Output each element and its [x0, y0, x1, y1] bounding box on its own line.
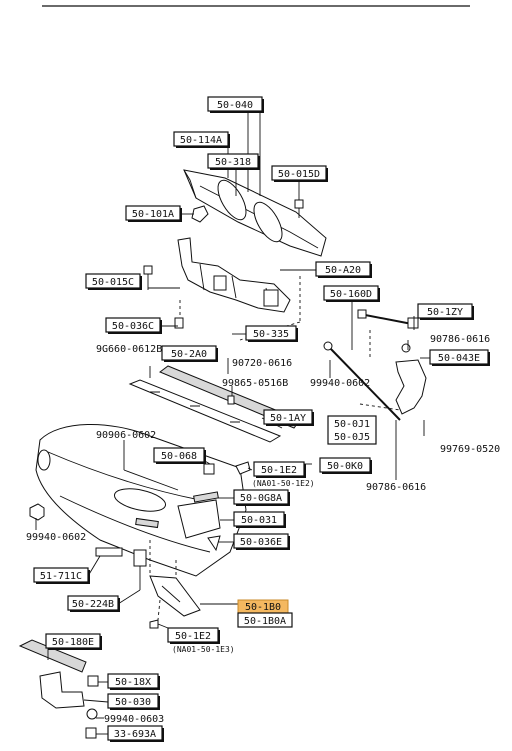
label-33-693A-text: 33-693A [114, 729, 156, 740]
screw-drawing-1e2-bottom [149, 619, 159, 629]
part-number-99865-0516B: 99865-0516B [222, 378, 288, 389]
label-50-1B0-highlighted[interactable]: 50-1B0 50-1B0A [237, 599, 293, 628]
splash-shield-drawing [18, 639, 87, 673]
label-50-224B[interactable]: 50-224B [67, 595, 120, 612]
nut-drawing-left [29, 503, 45, 521]
reflector-drawing [193, 491, 219, 503]
label-50-1E2-bottom[interactable]: 50-1E2 [167, 627, 220, 644]
label-50-1E2-top[interactable]: 50-1E2 [253, 461, 306, 478]
part-number-99940-0602-upper: 99940-0602 [310, 378, 370, 389]
label-50-1E2-top-text: 50-1E2 [261, 465, 297, 476]
label-50-A20[interactable]: 50-A20 [315, 261, 372, 278]
label-33-693A[interactable]: 33-693A [107, 725, 164, 742]
under-panel-drawing [149, 575, 201, 617]
label-50-031-text: 50-031 [241, 515, 277, 526]
label-50-068-text: 50-068 [161, 451, 197, 462]
clip-drawing-1e2-top [235, 461, 251, 475]
part-number-99769-0520: 99769-0520 [440, 444, 500, 455]
label-50-015D[interactable]: 50-015D [271, 165, 328, 182]
label-50-180E[interactable]: 50-180E [45, 633, 102, 650]
label-51-711C-text: 51-711C [40, 571, 82, 582]
label-50-036E-text: 50-036E [240, 537, 282, 548]
part-number-99940-0603: 99940-0603 [104, 714, 164, 725]
lower-bracket-drawing [39, 671, 99, 739]
part-number-90720-0616: 90720-0616 [232, 358, 292, 369]
label-50-0G8A-text: 50-0G8A [240, 493, 282, 504]
label-50-040-text: 50-040 [217, 100, 253, 111]
spring-drawing [95, 517, 159, 557]
bracket-drawing-1zy [357, 309, 419, 329]
label-50-0J1-text: 50-0J1 [334, 419, 370, 430]
label-50-114A-text: 50-114A [180, 135, 222, 146]
label-50-1AY[interactable]: 50-1AY [263, 409, 314, 426]
label-50-0K0[interactable]: 50-0K0 [319, 457, 372, 474]
label-50-068[interactable]: 50-068 [153, 447, 206, 464]
part-number-99940-0602-lower: 99940-0602 [26, 532, 86, 543]
label-50-A20-text: 50-A20 [325, 265, 361, 276]
label-50-1AY-text: 50-1AY [270, 413, 306, 424]
label-50-1ZY[interactable]: 50-1ZY [417, 303, 474, 320]
label-50-030[interactable]: 50-030 [107, 693, 160, 710]
label-50-043E-text: 50-043E [438, 353, 480, 364]
label-50-036E[interactable]: 50-036E [233, 533, 290, 550]
bolt-drawing-036c [174, 317, 184, 329]
label-50-040[interactable]: 50-040 [207, 96, 264, 113]
label-51-711C[interactable]: 51-711C [33, 567, 90, 584]
label-50-1ZY-text: 50-1ZY [427, 307, 463, 318]
label-50-224B-text: 50-224B [72, 599, 114, 610]
duct-drawing [177, 499, 221, 539]
label-50-1B0-text: 50-1B0 [245, 602, 281, 613]
clip-drawing-036e [207, 535, 221, 552]
bumper-bracket-drawing [177, 237, 291, 313]
part-number-90786-0616-upper: 90786-0616 [430, 334, 490, 345]
label-50-160D-text: 50-160D [330, 289, 372, 300]
label-50-101A-text: 50-101A [132, 209, 174, 220]
side-bracket-drawing [395, 343, 427, 415]
note-na01-bottom: (NA01-50-1E3) [172, 645, 235, 654]
label-50-0J5-text: 50-0J5 [334, 432, 370, 443]
part-number-90906-0602: 90906-0602 [96, 430, 156, 441]
label-50-180E-text: 50-180E [52, 637, 94, 648]
part-number-9G660-0612B: 9G660-0612B [96, 344, 162, 355]
label-50-160D[interactable]: 50-160D [323, 285, 380, 302]
screw-drawing [227, 395, 235, 405]
label-50-18X[interactable]: 50-18X [107, 673, 160, 690]
label-50-2A0[interactable]: 50-2A0 [161, 345, 218, 362]
label-50-036C-text: 50-036C [112, 321, 154, 332]
note-na01-top: (NA01-50-1E2) [252, 479, 315, 488]
label-50-114A[interactable]: 50-114A [173, 131, 230, 148]
label-50-318[interactable]: 50-318 [207, 153, 260, 170]
leader-lines [35, 112, 430, 735]
label-50-318-text: 50-318 [215, 157, 251, 168]
label-50-036C[interactable]: 50-036C [105, 317, 162, 334]
label-50-1B0A-text: 50-1B0A [244, 616, 286, 627]
label-50-030-text: 50-030 [115, 697, 151, 708]
label-50-015C[interactable]: 50-015C [85, 273, 142, 290]
part-number-90786-0616-lower: 90786-0616 [366, 482, 426, 493]
fastener-drawing-068 [203, 463, 215, 475]
label-50-015C-text: 50-015C [92, 277, 134, 288]
label-50-18X-text: 50-18X [115, 677, 151, 688]
tow-hook-drawing [133, 549, 147, 590]
label-50-335[interactable]: 50-335 [245, 325, 298, 342]
label-50-031[interactable]: 50-031 [233, 511, 286, 528]
label-50-335-text: 50-335 [253, 329, 289, 340]
clip-drawing [191, 205, 209, 223]
label-50-043E[interactable]: 50-043E [429, 349, 490, 366]
label-50-0K0-text: 50-0K0 [327, 461, 363, 472]
label-50-0G8A[interactable]: 50-0G8A [233, 489, 290, 506]
rod-drawing-160d [323, 341, 401, 421]
label-50-1E2-bottom-text: 50-1E2 [175, 631, 211, 642]
bumper-reinforcement-drawing [183, 169, 327, 257]
label-50-0J1-0J5[interactable]: 50-0J1 50-0J5 [327, 415, 377, 445]
bolt-drawing-015c [143, 265, 153, 290]
label-50-101A[interactable]: 50-101A [125, 205, 182, 222]
strip-drawing [128, 379, 282, 443]
label-50-2A0-text: 50-2A0 [171, 349, 207, 360]
label-50-015D-text: 50-015D [278, 169, 320, 180]
